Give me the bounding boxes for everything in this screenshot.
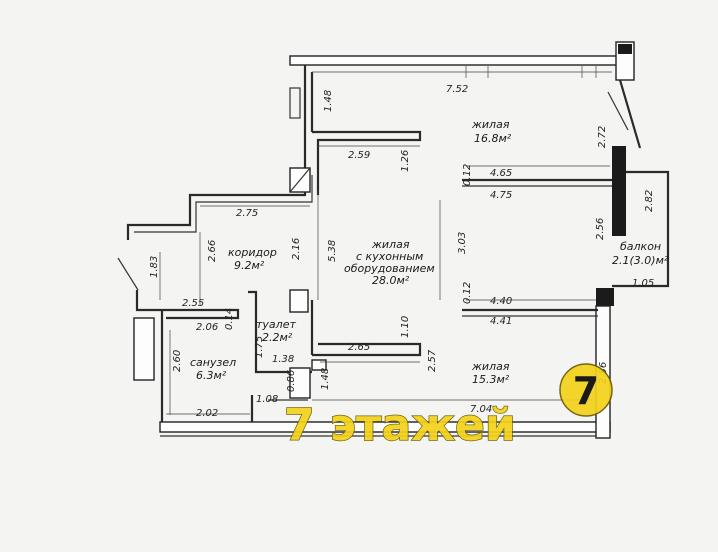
dim-label: 1.48	[320, 368, 331, 390]
dim-label: 1.08	[256, 394, 278, 405]
dim-label: 0.14	[224, 308, 235, 330]
dim-label: 0.86	[286, 370, 297, 392]
dim-label: 2.06	[196, 322, 218, 333]
dim-label: 3.03	[457, 232, 468, 254]
dim-label: 2.60	[172, 350, 183, 372]
dim-label: 1.05	[632, 278, 654, 289]
dimension-labels: 7.52 1.48 2.72 2.59 1.26 0.12 4.65 4.75 …	[149, 84, 655, 419]
dim-label: 4.65	[490, 168, 512, 179]
room-living-bottom-area: 15.3м²	[472, 373, 510, 386]
dim-label: 2.59	[348, 150, 370, 161]
room-corridor-area: 9.2м²	[234, 259, 265, 272]
interior-walls	[152, 130, 612, 422]
room-bathroom-name: санузел	[190, 356, 236, 369]
dim-label: 4.41	[490, 316, 512, 327]
room-living-main-area: 28.0м²	[372, 274, 410, 287]
room-corridor-name: коридор	[228, 246, 277, 259]
room-living-top-name: жилая	[471, 118, 510, 131]
dim-label: 1.75	[254, 336, 265, 358]
room-living-main-line2: с кухонным	[356, 250, 423, 263]
dim-label: 4.75	[490, 190, 512, 201]
dim-label: 0.12	[462, 164, 473, 186]
watermark-text: 7 этажей	[284, 400, 516, 451]
room-toilet-area: 2.2м²	[262, 331, 293, 344]
dim-label: 2.75	[236, 208, 258, 219]
outer-walls	[117, 41, 670, 439]
dim-label: 1.48	[323, 90, 334, 112]
dim-label: 2.55	[182, 298, 204, 309]
dim-label: 2.66	[207, 240, 218, 262]
dim-label: 1.10	[400, 316, 411, 338]
dim-label: 2.65	[348, 342, 370, 353]
dim-label: 2.56	[595, 218, 606, 240]
watermark: 7 этажей 7	[283, 363, 613, 452]
watermark-logo-digit: 7	[573, 369, 599, 413]
dim-label: 2.16	[291, 238, 302, 260]
room-balcony-name: балкон	[620, 240, 661, 253]
room-living-bottom-name: жилая	[471, 360, 510, 373]
dim-label: 1.83	[149, 256, 160, 278]
dim-label: 7.52	[446, 84, 468, 95]
room-living-top-area: 16.8м²	[474, 132, 512, 145]
dim-label: 2.72	[597, 126, 608, 148]
dim-label: 2.82	[644, 190, 655, 212]
dim-label: 0.12	[462, 282, 473, 304]
dim-label: 1.38	[272, 354, 294, 365]
dim-label: 7.04	[470, 404, 492, 415]
dim-label: 5.38	[327, 240, 338, 262]
dim-label: 2.57	[427, 349, 438, 372]
room-labels: жилая 16.8м² жилая с кухонным оборудован…	[190, 118, 669, 386]
dimension-lines	[159, 66, 612, 415]
room-toilet-name: туалет	[256, 318, 296, 331]
watermark-logo-icon: 7	[559, 363, 613, 417]
dim-label: 4.40	[490, 296, 512, 307]
room-living-main-line3: оборудованием	[344, 262, 435, 275]
dim-label: 2.02	[196, 408, 218, 419]
room-living-main-line1: жилая	[371, 238, 410, 251]
room-balcony-area: 2.1(3.0)м²	[612, 254, 669, 267]
room-bathroom-area: 6.3м²	[196, 369, 227, 382]
dim-label: 1.26	[400, 150, 411, 172]
